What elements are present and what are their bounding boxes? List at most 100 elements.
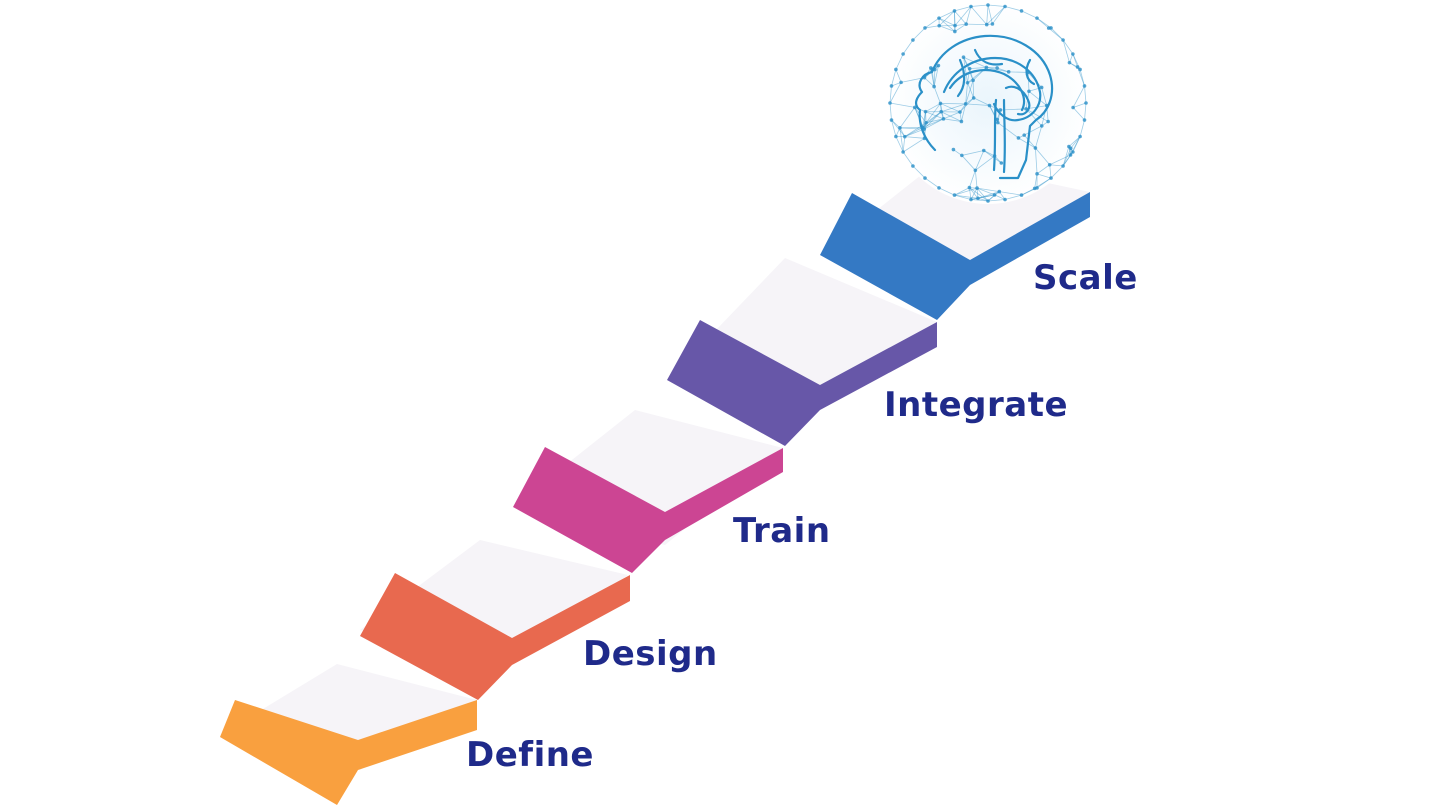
brain-network-line bbox=[961, 150, 984, 156]
brain-network-line bbox=[891, 119, 901, 129]
brain-network-node bbox=[987, 103, 992, 108]
brain-network-line bbox=[938, 10, 955, 27]
step-label-scale: Scale bbox=[1033, 258, 1138, 298]
brain-network-node bbox=[941, 117, 946, 121]
brain-network-node bbox=[995, 66, 999, 70]
brain-network-line bbox=[912, 27, 926, 41]
brain-network-node bbox=[901, 150, 905, 154]
brain-network-line bbox=[1048, 27, 1064, 41]
brain-network-line bbox=[1062, 148, 1072, 167]
brain-network-node bbox=[894, 134, 898, 139]
brain-network-node bbox=[1071, 150, 1075, 154]
brain-network-line bbox=[1062, 154, 1071, 167]
brain-network-line bbox=[1024, 125, 1042, 136]
brain-network-node bbox=[889, 84, 894, 88]
brain-network-line bbox=[1049, 164, 1052, 179]
brain-network-line bbox=[891, 119, 906, 137]
brain-network-line bbox=[895, 53, 904, 70]
brain-network-node bbox=[971, 78, 975, 83]
brain-network-line bbox=[967, 68, 971, 83]
brain-network-line bbox=[899, 127, 925, 130]
brain-network-line bbox=[1041, 87, 1048, 106]
brain-network-line bbox=[983, 150, 1002, 164]
brain-network-line bbox=[926, 118, 944, 124]
brain-network-node bbox=[958, 110, 962, 114]
brain-network-line bbox=[1021, 10, 1038, 19]
brain-network-node bbox=[1039, 85, 1044, 90]
brain-network-node bbox=[959, 119, 964, 124]
brain-network-line bbox=[1025, 108, 1043, 127]
brain-network-line bbox=[1036, 164, 1050, 175]
brain-network-line bbox=[974, 150, 985, 171]
step-label-define: Define bbox=[466, 735, 594, 775]
brain-network-line bbox=[970, 194, 995, 200]
brain-network-line bbox=[965, 82, 968, 104]
brain-network-line bbox=[986, 6, 1006, 25]
brain-network-line bbox=[1021, 188, 1035, 196]
brain-network-node bbox=[1019, 9, 1024, 13]
brain-network-line bbox=[954, 6, 972, 26]
brain-network-node bbox=[938, 101, 943, 106]
brain-network-node bbox=[1006, 70, 1011, 74]
brain-network-node bbox=[1003, 4, 1007, 9]
brain-network-node bbox=[937, 186, 941, 190]
brain-network-line bbox=[976, 187, 995, 196]
brain-network-node bbox=[999, 161, 1004, 165]
brain-network-line bbox=[965, 80, 974, 104]
brain-network-node bbox=[932, 84, 936, 89]
step-label-integrate: Integrate bbox=[884, 385, 1068, 425]
brain-network-line bbox=[977, 194, 995, 199]
brain-network-node bbox=[923, 109, 928, 114]
brain-network-line bbox=[891, 119, 897, 137]
brain-network-line bbox=[1084, 102, 1087, 121]
brain-network-line bbox=[1034, 173, 1038, 189]
brain-network-line bbox=[997, 67, 1009, 73]
brain-network-node bbox=[903, 134, 907, 139]
brain-network-node bbox=[967, 185, 972, 190]
brain-network-node bbox=[1068, 153, 1073, 157]
step-label-design: Design bbox=[583, 634, 718, 674]
brain-network-line bbox=[924, 77, 935, 87]
brain-network-line bbox=[895, 69, 902, 83]
brain-network-line bbox=[961, 103, 967, 122]
brain-network-node bbox=[1049, 26, 1053, 30]
brain-network-node bbox=[1068, 146, 1073, 151]
brain-network-line bbox=[923, 111, 942, 130]
brain-network-node bbox=[1078, 67, 1082, 72]
brain-network-line bbox=[997, 122, 1019, 139]
brain-network-line bbox=[1036, 177, 1052, 189]
brain-network-node bbox=[894, 67, 898, 72]
brain-network-node bbox=[961, 55, 966, 59]
brain-network-node bbox=[975, 186, 979, 190]
brain-network-line bbox=[889, 82, 902, 104]
brain-network-line bbox=[902, 137, 925, 153]
brain-network-node bbox=[990, 22, 995, 26]
brain-network-line bbox=[987, 4, 1006, 7]
brain-network-line bbox=[963, 57, 971, 69]
brain-network-line bbox=[969, 187, 972, 200]
brain-network-node bbox=[981, 148, 986, 153]
brain-network-line bbox=[954, 194, 972, 200]
brain-network-line bbox=[912, 165, 926, 179]
brain-network-line bbox=[925, 103, 941, 124]
brain-network-line bbox=[1050, 27, 1064, 41]
brain-network-line bbox=[902, 151, 914, 167]
brain-network-line bbox=[925, 111, 942, 124]
brain-network-line bbox=[938, 10, 955, 19]
brain-network-line bbox=[940, 103, 961, 113]
brain-network-node bbox=[1022, 133, 1027, 137]
brain-network-node bbox=[889, 118, 894, 122]
brain-network-line bbox=[977, 191, 1000, 199]
brain-network-line bbox=[1062, 39, 1074, 55]
brain-network-node bbox=[912, 105, 917, 110]
brain-network-node bbox=[1046, 119, 1050, 124]
brain-network-node bbox=[963, 102, 968, 106]
step-riser-train bbox=[513, 447, 783, 573]
brain-network-node bbox=[888, 101, 892, 105]
brain-network-line bbox=[970, 187, 978, 200]
brain-network-line bbox=[992, 6, 1006, 25]
brain-network-line bbox=[1035, 147, 1050, 166]
brain-network-line bbox=[972, 80, 975, 98]
brain-network-line bbox=[1049, 164, 1064, 167]
brain-network-line bbox=[938, 187, 955, 196]
